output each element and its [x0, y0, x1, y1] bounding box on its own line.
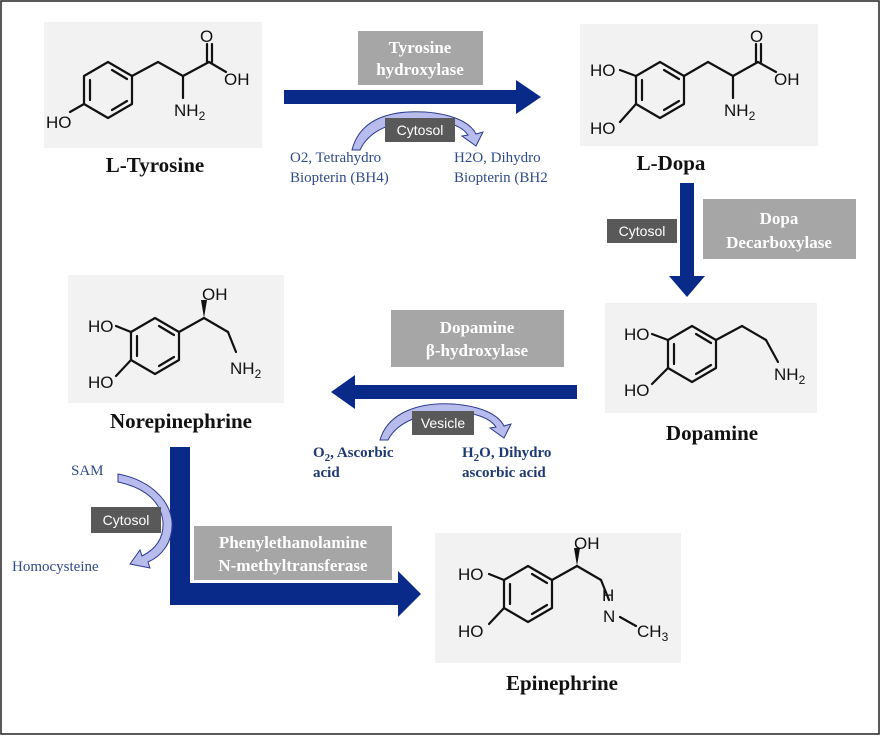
- step4-pnmt: Phenylethanolamine N-methyltransferase C…: [12, 447, 421, 617]
- norepinephrine-atom-oh: OH: [202, 285, 228, 304]
- step1-output-line2: Biopterin (BH2: [454, 170, 548, 186]
- step4-enzyme-line2: N-methyltransferase: [218, 556, 368, 575]
- step1-output-line1: H2O, Dihydro: [454, 150, 541, 166]
- dopamine-atom-ho1: HO: [624, 325, 650, 344]
- epinephrine-structure: [487, 548, 611, 626]
- tyrosine-atom-o: O: [200, 27, 213, 46]
- dopamine-name: Dopamine: [666, 421, 758, 445]
- step2-enzyme-line2: Decarboxylase: [726, 233, 832, 252]
- dopa-atom-nh2: NH2: [724, 101, 756, 123]
- step1-location-box: [385, 118, 455, 142]
- step3-output-line2: ascorbic acid: [462, 465, 546, 481]
- dopa-atom-o: O: [750, 27, 763, 46]
- tyrosine-structure-box: [44, 22, 262, 148]
- epinephrine-atom-h: H: [602, 586, 614, 605]
- step1-location: Cytosol: [397, 122, 444, 138]
- step4-output: Homocysteine: [12, 559, 99, 575]
- dopamine-atom-ho2: HO: [624, 381, 650, 400]
- step2-dopa-decarboxylase: Cytosol Dopa Decarboxylase: [607, 183, 856, 297]
- dopamine-atom-nh2: NH2: [774, 365, 806, 387]
- tyrosine-atom-nh2: NH2: [174, 101, 206, 123]
- step1-enzyme-box: [358, 31, 483, 85]
- step4-location-box: [91, 507, 161, 533]
- norepinephrine-structure: [114, 300, 238, 378]
- epinephrine-atom-oh: OH: [574, 534, 600, 553]
- norepinephrine-name: Norepinephrine: [110, 409, 252, 433]
- epinephrine-atom-ch3: CH3: [637, 622, 669, 644]
- step1-input-line2: Biopterin (BH4): [290, 170, 389, 186]
- epinephrine-atom-ho2: HO: [458, 622, 484, 641]
- norepinephrine-atom-ho1: HO: [88, 317, 114, 336]
- step3-arrow: [331, 375, 577, 409]
- dopa-atom-oh: OH: [774, 70, 800, 89]
- step1-enzyme-line1: Tyrosine: [389, 38, 452, 57]
- step4-location: Cytosol: [103, 512, 150, 528]
- norepinephrine-structure-box: [68, 275, 284, 403]
- tyrosine-structure: [68, 42, 228, 120]
- dopamine-structure: [650, 324, 780, 386]
- step3-output-line1: H2O, Dihydro: [462, 445, 551, 464]
- molecule-dopa: O OH HO HO NH2 L-Dopa: [580, 24, 818, 175]
- step4-enzyme-box: [194, 526, 392, 580]
- step2-enzyme-line1: Dopa: [760, 209, 799, 228]
- step1-enzyme-line2: hydroxylase: [376, 60, 464, 79]
- molecule-tyrosine: O OH HO NH2 L-Tyrosine: [44, 22, 262, 177]
- epinephrine-atom-ho1: HO: [458, 565, 484, 584]
- step1-input-line1: O2, Tetrahydro: [290, 150, 381, 166]
- tyrosine-atom-oh: OH: [224, 70, 250, 89]
- step1-arrow: [284, 80, 541, 114]
- epinephrine-methyl-bond: [618, 615, 638, 628]
- dopa-atom-ho2: HO: [590, 119, 616, 138]
- epinephrine-atom-n: N: [603, 607, 615, 626]
- step1-tyrosine-hydroxylase: Tyrosine hydroxylase Cytosol O2, Tetrahy…: [284, 31, 548, 186]
- step4-enzyme-line1: Phenylethanolamine: [219, 533, 368, 552]
- molecule-norepinephrine: OH HO HO NH2 Norepinephrine: [68, 275, 284, 433]
- dopa-name: L-Dopa: [637, 151, 706, 175]
- molecule-epinephrine: OH HO HO H N CH3 Epinephrine: [435, 533, 681, 695]
- dopa-atom-ho1: HO: [590, 61, 616, 80]
- step3-location-box: [412, 411, 474, 435]
- step4-input: SAM: [71, 463, 104, 479]
- dopa-structure-box: [580, 24, 818, 146]
- step2-arrow: [669, 183, 705, 297]
- step4-arrow: [170, 447, 421, 617]
- epinephrine-structure-box: [435, 533, 681, 663]
- epinephrine-name: Epinephrine: [506, 671, 618, 695]
- step3-enzyme-box: [391, 310, 564, 367]
- norepinephrine-atom-ho2: HO: [88, 373, 114, 392]
- step2-location-box: [607, 219, 677, 243]
- step3-location: Vesicle: [421, 415, 466, 431]
- molecule-dopamine: HO HO NH2 Dopamine: [605, 303, 817, 445]
- step2-enzyme-box: [703, 199, 856, 259]
- step3-input-line2: acid: [313, 465, 340, 481]
- step4-cofactor-curved-arrow: [117, 473, 173, 569]
- step3-input-line1: O2, Ascorbic: [313, 445, 394, 464]
- step3-enzyme-line2: β-hydroxylase: [426, 341, 529, 360]
- tyrosine-name: L-Tyrosine: [106, 153, 204, 177]
- dopamine-structure-box: [605, 303, 817, 413]
- norepinephrine-atom-nh2: NH2: [230, 359, 262, 381]
- tyrosine-atom-ho: HO: [46, 113, 72, 132]
- step3-enzyme-line1: Dopamine: [440, 318, 515, 337]
- dopa-structure: [618, 42, 778, 124]
- step3-dopamine-beta-hydroxylase: Dopamine β-hydroxylase Vesicle O2, Ascor…: [313, 310, 577, 481]
- step2-location: Cytosol: [619, 223, 666, 239]
